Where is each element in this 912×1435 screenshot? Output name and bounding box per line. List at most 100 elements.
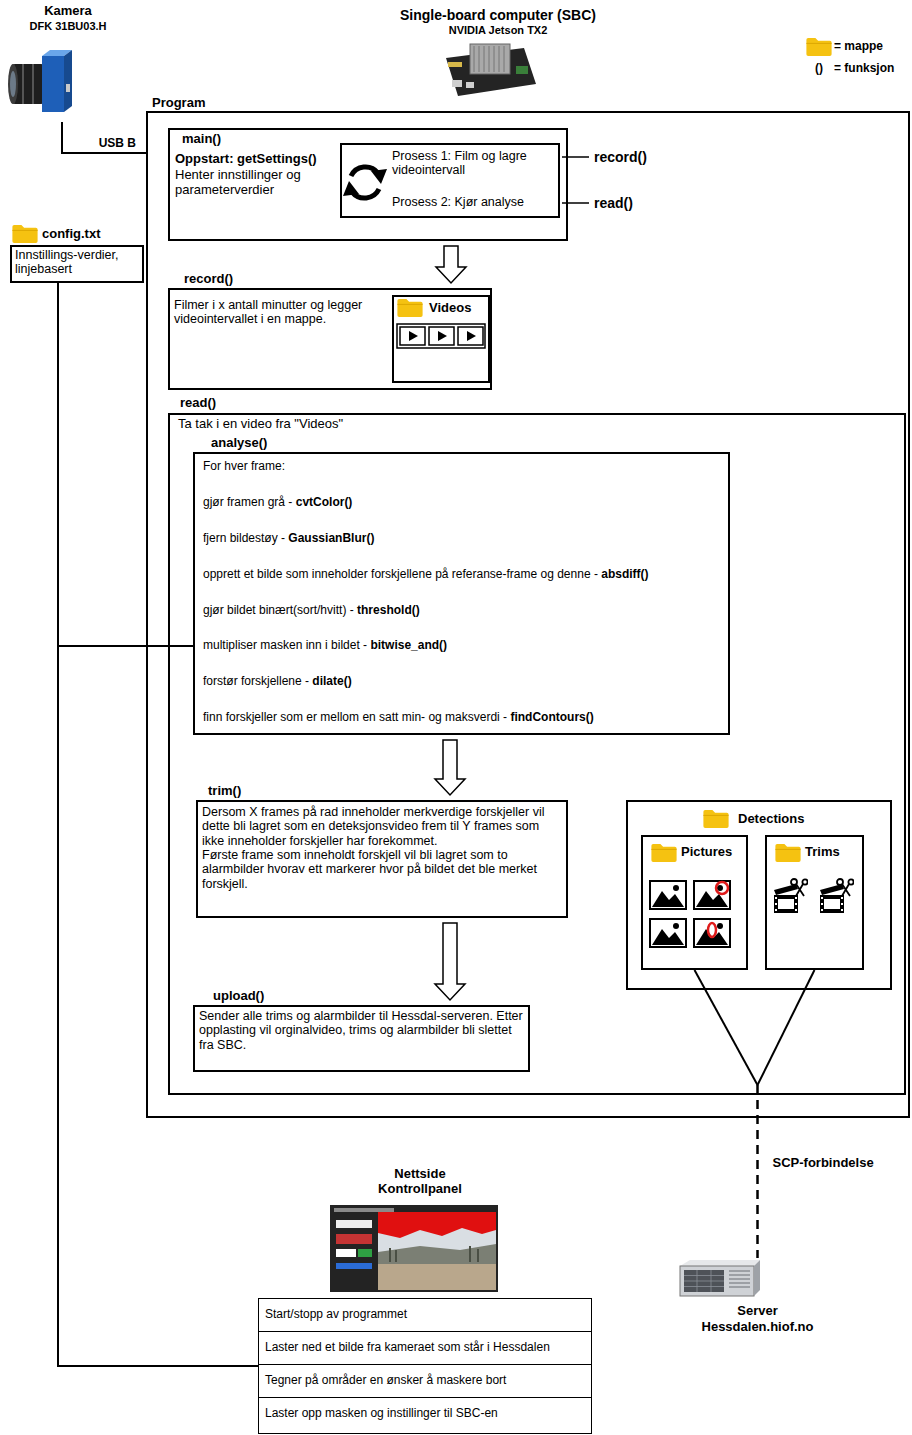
cycle-icon	[343, 181, 359, 196]
folder-label: Detections	[738, 812, 804, 827]
folder-icons	[806, 38, 831, 56]
server-host: Hessdalen.hiof.no	[660, 1320, 855, 1335]
legend-text: = mappe	[834, 39, 883, 53]
function-name: bitwise_and()	[370, 638, 447, 652]
panel-heading: Nettside Kontrollpanel	[365, 1167, 475, 1197]
step-text: gjør framen grå - cvtColor()	[203, 496, 724, 510]
cycle-icon	[371, 169, 387, 184]
function-heading: main()	[182, 132, 221, 147]
step-text: forstør forskjellene - dilate()	[203, 675, 724, 689]
video-strip-icon	[400, 327, 425, 345]
jetson-board-illustration	[466, 82, 474, 88]
list-item: Laster opp masken og instillinger til SB…	[259, 1397, 591, 1430]
control-panel-screenshot	[358, 1249, 372, 1257]
step-text: gjør bildet binært(sort/hvitt) - thresho…	[203, 604, 724, 618]
function-heading: trim()	[208, 784, 241, 799]
function-heading: read()	[180, 396, 216, 411]
connector-segment	[58, 283, 193, 646]
control-panel-list: Nettside KontrollpanelStart/stopp av pro…	[258, 1298, 592, 1434]
control-panel-screenshot	[330, 1205, 498, 1292]
function-box: trim()Dersom X frames på rad inneholder …	[196, 800, 568, 918]
flow-arrow-shape	[436, 246, 466, 283]
config-file-box: config.txtInnstillings-verdier, linjebas…	[10, 245, 144, 283]
legend-text: = funksjon	[834, 61, 894, 75]
connector-label: USB B	[97, 137, 138, 151]
video-strip-icon	[409, 331, 418, 341]
list-item: Laster ned et bilde fra kameraet som stå…	[259, 1331, 591, 1364]
function-call-label: read()	[594, 195, 633, 211]
picture-icons	[708, 923, 716, 937]
connector-line	[58, 283, 193, 646]
control-panel-screenshot	[378, 1212, 496, 1238]
step-text: multipliser masken inn i bildet - bitwis…	[203, 639, 724, 653]
function-name: GaussianBlur()	[288, 531, 374, 545]
picture-icons	[716, 882, 728, 894]
function-name: dilate()	[312, 674, 351, 688]
picture-icons	[694, 881, 730, 909]
process-box: Prosess 1: Film og lagre videointervallP…	[340, 143, 560, 218]
jetson-board-illustration	[448, 62, 462, 67]
process-text: Prosess 2: Kjør analyse	[392, 195, 556, 209]
jetson-board-illustration	[474, 46, 504, 72]
flow-arrow-shape	[435, 923, 465, 1000]
file-heading: config.txt	[42, 227, 101, 242]
connector-segment	[62, 122, 146, 153]
control-panel-screenshot	[336, 1234, 372, 1244]
folder-icons	[12, 38, 831, 862]
folder-box: Trims	[765, 835, 864, 970]
connector-label: SCP-forbindelse	[771, 1156, 876, 1171]
picture-icons	[650, 919, 686, 947]
body-text: Innstillings-verdier, linjebasert	[15, 248, 141, 277]
folder-icons	[703, 810, 728, 828]
board-model: NVIDIA Jetson TX2	[378, 24, 618, 37]
function-heading: analyse()	[211, 436, 267, 451]
jetson-board-illustration	[470, 44, 510, 74]
function-call-label: record()	[594, 149, 647, 165]
box-heading: Program	[152, 96, 205, 111]
flow-arrow	[436, 246, 466, 283]
control-panel-screenshot	[378, 1212, 496, 1290]
trim-icons	[774, 879, 808, 913]
flow-arrow-shape	[435, 740, 465, 795]
control-panel-screenshot	[336, 1263, 372, 1269]
folder-label: Videos	[429, 301, 471, 316]
body-text: Filmer i x antall minutter og legger vid…	[174, 298, 386, 327]
camera-illustration	[10, 71, 16, 97]
function-box: main()Oppstart: getSettings()Henter inns…	[168, 128, 568, 241]
body-text: Sender alle trims og alarmbilder til Hes…	[199, 1009, 527, 1052]
camera-illustration	[22, 64, 24, 104]
folder-icons	[775, 844, 800, 862]
camera-illustration	[66, 84, 70, 92]
camera-illustration	[8, 50, 72, 112]
control-panel-screenshot	[336, 1249, 356, 1257]
body-text: Første frame som inneholdt forskjell vil…	[202, 848, 564, 891]
cycle-icon	[343, 167, 387, 198]
connector-line	[62, 122, 146, 153]
dashed-connector	[757, 1085, 759, 1258]
server-illustration	[680, 1260, 760, 1296]
jetson-board-illustration	[452, 80, 462, 87]
body-text: Ta tak i en video fra "Videos"	[178, 417, 498, 432]
connector-segment	[758, 970, 815, 1085]
camera-illustration	[32, 64, 34, 104]
control-panel-screenshot	[390, 1246, 478, 1262]
camera-model: DFK 31BU03.H	[8, 20, 128, 33]
camera-node: KameraDFK 31BU03.H	[8, 2, 128, 122]
connector-line	[695, 970, 758, 1258]
function-name: threshold()	[357, 603, 420, 617]
server-illustration	[729, 1271, 750, 1287]
video-strip-icon	[429, 327, 454, 345]
folder-box: Pictures	[641, 835, 748, 970]
step-text: opprett et bilde som inneholder forskjel…	[203, 568, 724, 582]
folder-icons	[397, 299, 422, 317]
server-title: Server	[660, 1304, 855, 1319]
control-panel-screenshot	[378, 1264, 496, 1290]
picture-icons	[694, 919, 730, 947]
program-box: Programmain()Oppstart: getSettings()Hent…	[146, 111, 910, 1118]
control-panel-screenshot	[378, 1244, 496, 1264]
flow-arrow	[435, 740, 465, 795]
step-text: For hver frame:	[203, 460, 724, 474]
trim-icons	[820, 879, 854, 913]
body-text: Dersom X frames på rad inneholder merkve…	[202, 805, 564, 848]
